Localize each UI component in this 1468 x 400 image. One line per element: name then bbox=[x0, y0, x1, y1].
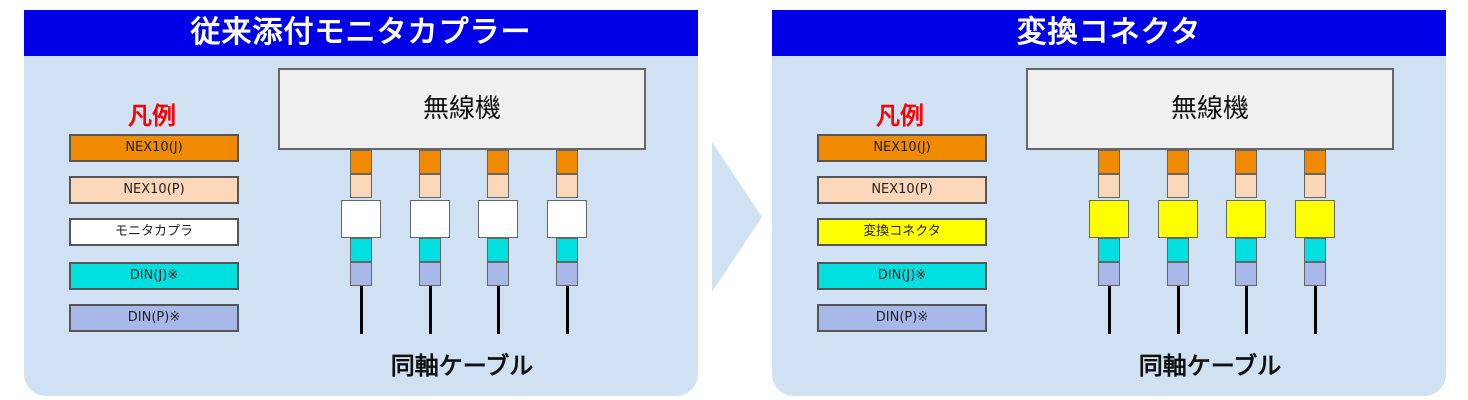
left-stack-2-din-j bbox=[419, 238, 441, 262]
right-stack-4-nex10-p bbox=[1304, 174, 1326, 198]
left-stack-4-din-j bbox=[556, 238, 578, 262]
right-stack-1-nex10-p bbox=[1098, 174, 1120, 198]
left-legend-item-dinj: DIN(J)※ bbox=[69, 262, 239, 290]
left-stack-3-nex10-j bbox=[487, 150, 509, 174]
right-cable-4 bbox=[1314, 286, 1317, 334]
left-stack-1-nex10-j bbox=[350, 150, 372, 174]
left-stack-3-nex10-p bbox=[487, 174, 509, 198]
right-cable-label: 同軸ケーブル bbox=[1138, 352, 1282, 380]
right-stack-2-din-p bbox=[1167, 262, 1189, 286]
right-legend-item-dinp: DIN(P)※ bbox=[817, 304, 987, 332]
right-stack-1-nex10-j bbox=[1098, 150, 1120, 174]
left-cable-4 bbox=[566, 286, 569, 334]
left-stack-3-din-j bbox=[487, 238, 509, 262]
left-cable-label: 同軸ケーブル bbox=[390, 352, 534, 380]
right-stack-3-nex10-j bbox=[1235, 150, 1257, 174]
left-legend-item-dinp: DIN(P)※ bbox=[69, 304, 239, 332]
left-stack-1-din-p bbox=[350, 262, 372, 286]
left-stack-2-din-p bbox=[419, 262, 441, 286]
right-stack-3-nex10-p bbox=[1235, 174, 1257, 198]
right-stack-3-middle-connector bbox=[1226, 200, 1266, 238]
right-cable-1 bbox=[1108, 286, 1111, 334]
right-cable-2 bbox=[1177, 286, 1180, 334]
right-stack-4-middle-connector bbox=[1295, 200, 1335, 238]
right-stack-4-din-p bbox=[1304, 262, 1326, 286]
right-stack-1-middle-connector bbox=[1089, 200, 1129, 238]
left-stack-4-nex10-p bbox=[556, 174, 578, 198]
left-stack-4-din-p bbox=[556, 262, 578, 286]
left-stack-3-din-p bbox=[487, 262, 509, 286]
left-legend-item-nex10p: NEX10(P) bbox=[69, 176, 239, 204]
right-panel: 変換コネクタ 凡例 NEX10(J) NEX10(P) 変換コネクタ DIN(J… bbox=[772, 10, 1446, 396]
left-stack-4-nex10-j bbox=[556, 150, 578, 174]
right-stack-2-nex10-p bbox=[1167, 174, 1189, 198]
left-stack-4-middle-connector bbox=[547, 200, 587, 238]
left-stack-1-din-j bbox=[350, 238, 372, 262]
right-legend-item-conversion-connector: 変換コネクタ bbox=[817, 218, 987, 246]
left-stack-2-middle-connector bbox=[410, 200, 450, 238]
left-legend-item-monitor-coupler: モニタカプラ bbox=[69, 218, 239, 246]
right-radio-unit: 無線機 bbox=[1026, 68, 1394, 150]
left-cable-3 bbox=[497, 286, 500, 334]
left-stack-1-nex10-p bbox=[350, 174, 372, 198]
right-stack-4-nex10-j bbox=[1304, 150, 1326, 174]
right-stack-3-din-j bbox=[1235, 238, 1257, 262]
left-radio-unit: 無線機 bbox=[278, 68, 646, 150]
right-legend-title: 凡例 bbox=[876, 102, 924, 130]
right-stack-1-din-j bbox=[1098, 238, 1120, 262]
right-stack-1-din-p bbox=[1098, 262, 1120, 286]
right-stack-3-din-p bbox=[1235, 262, 1257, 286]
right-stack-4-din-j bbox=[1304, 238, 1326, 262]
chevron-right-icon bbox=[712, 142, 762, 292]
right-panel-title: 変換コネクタ bbox=[772, 10, 1446, 56]
right-legend-item-nex10j: NEX10(J) bbox=[817, 134, 987, 162]
right-stack-2-nex10-j bbox=[1167, 150, 1189, 174]
right-stack-2-middle-connector bbox=[1158, 200, 1198, 238]
left-stack-1-middle-connector bbox=[341, 200, 381, 238]
left-legend-item-nex10j: NEX10(J) bbox=[69, 134, 239, 162]
left-panel-title: 従来添付モニタカプラー bbox=[24, 10, 698, 56]
left-stack-2-nex10-p bbox=[419, 174, 441, 198]
left-cable-2 bbox=[429, 286, 432, 334]
right-cable-3 bbox=[1245, 286, 1248, 334]
left-stack-3-middle-connector bbox=[478, 200, 518, 238]
left-panel: 従来添付モニタカプラー 凡例 NEX10(J) NEX10(P) モニタカプラ … bbox=[24, 10, 698, 396]
left-stack-2-nex10-j bbox=[419, 150, 441, 174]
right-legend-item-nex10p: NEX10(P) bbox=[817, 176, 987, 204]
left-cable-1 bbox=[360, 286, 363, 334]
right-stack-2-din-j bbox=[1167, 238, 1189, 262]
right-legend-item-dinj: DIN(J)※ bbox=[817, 262, 987, 290]
left-legend-title: 凡例 bbox=[128, 102, 176, 130]
